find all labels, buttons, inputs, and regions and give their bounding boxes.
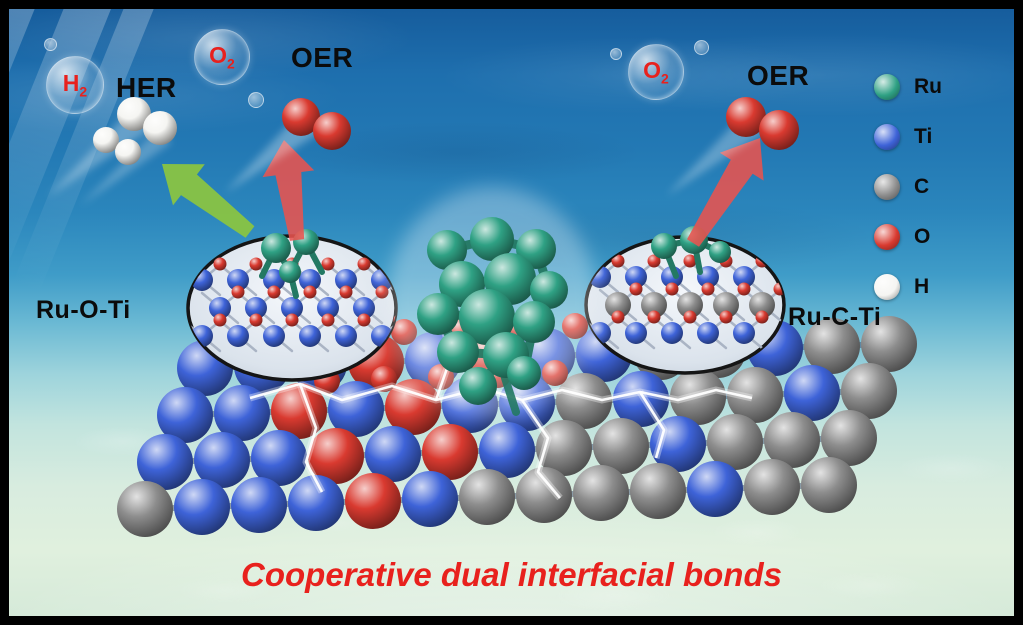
legend-label-ti: Ti bbox=[914, 125, 933, 148]
legend-label-c: C bbox=[914, 175, 930, 198]
ru-atom-icon bbox=[874, 74, 900, 100]
her-label: HER bbox=[116, 72, 177, 103]
legend-item-h: H bbox=[874, 274, 942, 300]
legend-item-ti: Ti bbox=[874, 124, 942, 150]
legend-label-ru: Ru bbox=[914, 75, 942, 98]
o2-gas-bubble-right: O2 bbox=[628, 44, 684, 100]
o2-molecule-label-right: O2 bbox=[643, 57, 669, 87]
oer-label-left: OER bbox=[291, 42, 354, 73]
caption: Cooperative dual interfacial bonds bbox=[241, 556, 782, 593]
ru-c-ti-bond-label: Ru-C-Ti bbox=[788, 303, 882, 331]
h2-gas-bubble: H2 bbox=[46, 56, 104, 114]
legend-item-c: C bbox=[874, 174, 942, 200]
o-atom-icon bbox=[874, 224, 900, 250]
h2-molecule-label: H2 bbox=[62, 70, 88, 100]
c-atom-icon bbox=[874, 174, 900, 200]
ti-atom-icon bbox=[874, 124, 900, 150]
o2-gas-bubble-left: O2 bbox=[194, 29, 250, 85]
h-atom-icon bbox=[874, 274, 900, 300]
legend-label-o: O bbox=[914, 225, 931, 248]
oer-label-right: OER bbox=[747, 60, 810, 91]
legend-item-o: O bbox=[874, 224, 942, 250]
legend-item-ru: Ru bbox=[874, 74, 942, 100]
atom-legend: Ru Ti C O H bbox=[874, 74, 942, 300]
legend-label-h: H bbox=[914, 275, 930, 298]
o2-molecule-label-left: O2 bbox=[209, 42, 235, 72]
ru-o-ti-bond-label: Ru-O-Ti bbox=[36, 296, 131, 324]
